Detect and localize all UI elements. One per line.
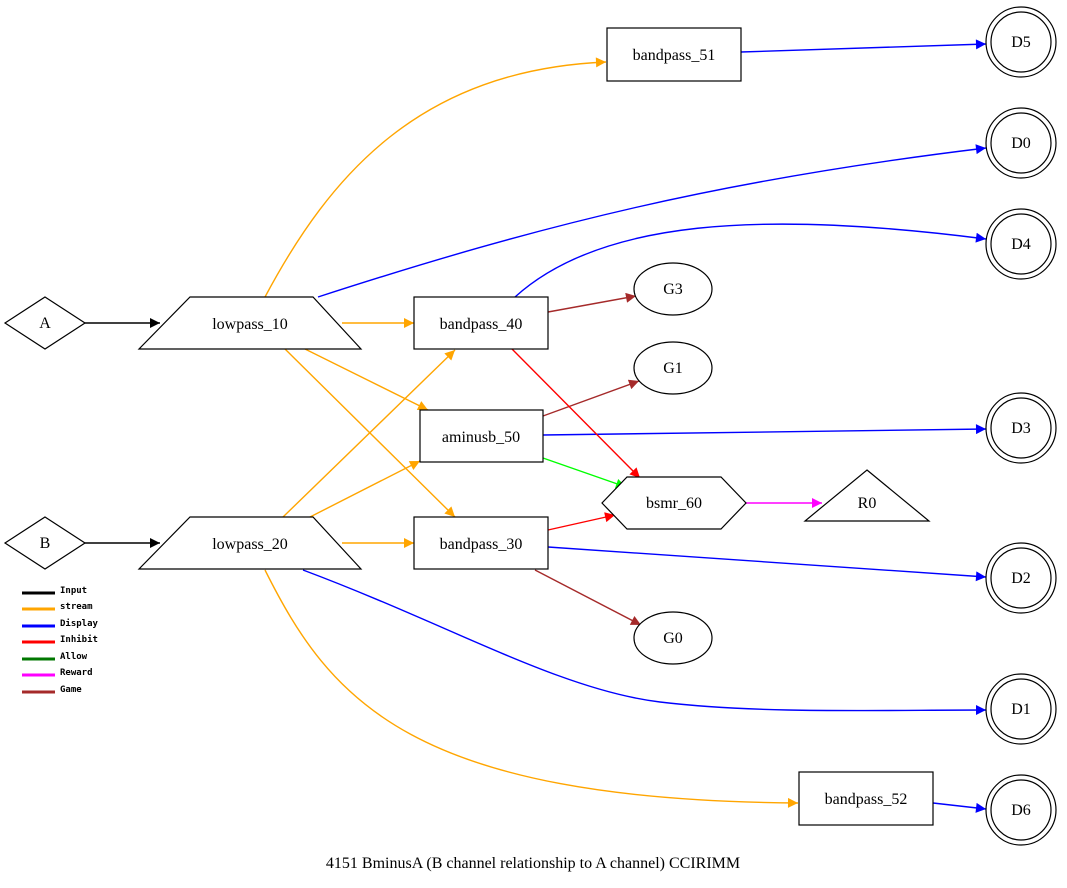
diagram-caption: 4151 BminusA (B channel relationship to … <box>326 855 740 872</box>
node-G1-label: G1 <box>663 360 683 377</box>
legend-item-allow: Allow <box>22 652 88 662</box>
edge-lowpass_10-bandpass_51 <box>264 57 607 298</box>
node-D1-label: D1 <box>1011 701 1031 718</box>
edge-lowpass_20-bandpass_52 <box>264 569 799 808</box>
node-D5-label: D5 <box>1011 34 1031 51</box>
edge-bandpass_30-D2 <box>547 546 987 582</box>
node-D4[interactable]: D4 <box>985 208 1057 280</box>
edges <box>85 39 987 813</box>
node-A[interactable]: A <box>3 296 87 350</box>
legend-item-inhibit: Inhibit <box>22 634 98 645</box>
node-G0-label: G0 <box>663 630 683 647</box>
node-D2[interactable]: D2 <box>985 542 1057 614</box>
node-lowpass_20[interactable]: lowpass_20 <box>137 516 363 570</box>
edge-aminusb_50-D3 <box>542 424 987 436</box>
node-D0-label: D0 <box>1011 135 1031 152</box>
edge-bandpass_52-D6 <box>932 802 987 813</box>
legend-item-game: Game <box>22 685 82 695</box>
node-bandpass_40[interactable]: bandpass_40 <box>413 296 549 350</box>
legend-label: Inhibit <box>60 634 98 645</box>
legend-label: Input <box>60 586 87 596</box>
legend-label: stream <box>60 602 93 612</box>
node-lowpass_10-label: lowpass_10 <box>212 316 288 333</box>
node-G1[interactable]: G1 <box>633 341 713 395</box>
edge-bandpass_40-D4 <box>514 223 987 298</box>
edge-bandpass_30-bsmr_60 <box>547 512 616 531</box>
legend-item-reward: Reward <box>22 668 93 678</box>
node-aminusb_50[interactable]: aminusb_50 <box>419 409 544 463</box>
node-lowpass_10[interactable]: lowpass_10 <box>137 296 363 350</box>
edge-aminusb_50-bsmr_60 <box>542 457 627 489</box>
node-bandpass_30-label: bandpass_30 <box>440 536 523 553</box>
edge-bandpass_40-G3 <box>547 292 637 313</box>
edge-lowpass_20-aminusb_50 <box>309 460 421 518</box>
legend-label: Game <box>60 685 82 695</box>
node-bandpass_52[interactable]: bandpass_52 <box>798 771 934 826</box>
nodes: A B lowpass_10 lowpass_20 bandpass_40 am… <box>3 6 1057 846</box>
node-D3[interactable]: D3 <box>985 392 1057 464</box>
edge-bandpass_40-bsmr_60 <box>511 348 641 479</box>
node-bandpass_51-label: bandpass_51 <box>633 47 716 64</box>
node-D6[interactable]: D6 <box>985 774 1057 846</box>
legend-label: Reward <box>60 668 93 678</box>
node-R0[interactable]: R0 <box>803 469 931 522</box>
node-bsmr_60-label: bsmr_60 <box>646 495 702 512</box>
node-D5[interactable]: D5 <box>985 6 1057 78</box>
node-bandpass_52-label: bandpass_52 <box>825 791 908 808</box>
edge-lowpass_10-D0 <box>317 144 987 298</box>
edge-bandpass_51-D5 <box>740 39 987 53</box>
edge-bandpass_30-G0 <box>534 569 642 626</box>
legend: Input stream Display Inhibit Allow Rewar… <box>22 586 99 695</box>
node-lowpass_20-label: lowpass_20 <box>212 536 288 553</box>
node-D4-label: D4 <box>1011 236 1031 253</box>
node-D3-label: D3 <box>1011 420 1031 437</box>
node-R0-label: R0 <box>858 495 877 512</box>
node-bsmr_60[interactable]: bsmr_60 <box>601 476 747 530</box>
legend-label: Display <box>60 618 99 629</box>
node-D0[interactable]: D0 <box>985 107 1057 179</box>
edge-lowpass_10-aminusb_50 <box>304 348 429 411</box>
node-B[interactable]: B <box>3 516 87 570</box>
node-D1[interactable]: D1 <box>985 673 1057 745</box>
node-D6-label: D6 <box>1011 802 1031 819</box>
legend-label: Allow <box>60 652 88 662</box>
node-D2-label: D2 <box>1011 570 1031 587</box>
edge-lowpass_20-bandpass_40 <box>282 349 456 518</box>
legend-item-input: Input <box>22 586 87 596</box>
node-G3-label: G3 <box>663 281 683 298</box>
edge-aminusb_50-G1 <box>542 379 640 417</box>
legend-item-display: Display <box>22 618 99 629</box>
node-bandpass_30[interactable]: bandpass_30 <box>413 516 549 570</box>
node-G0[interactable]: G0 <box>633 611 713 665</box>
node-bandpass_51[interactable]: bandpass_51 <box>606 27 742 82</box>
legend-item-stream: stream <box>22 602 93 612</box>
node-A-label: A <box>39 315 51 332</box>
node-aminusb_50-label: aminusb_50 <box>442 429 520 446</box>
node-B-label: B <box>40 535 51 552</box>
node-bandpass_40-label: bandpass_40 <box>440 316 523 333</box>
node-G3[interactable]: G3 <box>633 262 713 316</box>
edge-lowpass_20-D1 <box>302 569 987 716</box>
